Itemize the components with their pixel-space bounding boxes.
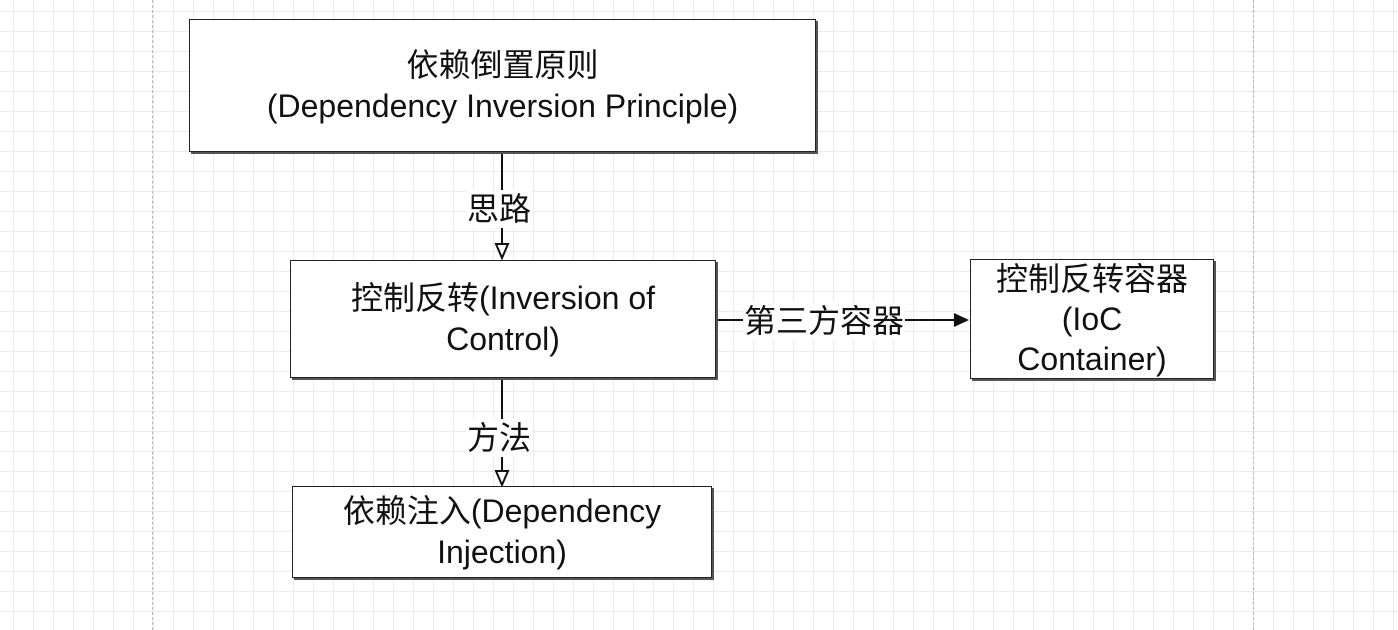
node-container-line-2: (IoC	[1061, 301, 1123, 337]
edge-label-third-party-container: 第三方容器	[743, 302, 906, 340]
node-dependency-injection[interactable]: 依赖注入(Dependency Injection)	[292, 486, 712, 578]
arrowhead-to-ioc	[494, 243, 510, 261]
node-inversion-of-control[interactable]: 控制反转(Inversion of Control)	[290, 260, 716, 378]
node-ioc-line-1: 控制反转(Inversion of	[350, 280, 656, 316]
node-ioc-line-2: Control)	[446, 321, 560, 357]
node-dip-line-1: 依赖倒置原则	[406, 46, 599, 83]
node-dip-line-2: (Dependency Inversion Principle)	[266, 87, 739, 124]
node-di-line-1: 依赖注入(Dependency	[342, 493, 662, 529]
node-dependency-inversion-principle[interactable]: 依赖倒置原则 (Dependency Inversion Principle)	[189, 19, 816, 152]
edge-label-idea: 思路	[466, 190, 533, 228]
arrowhead-to-container	[954, 313, 969, 327]
node-ioc-container[interactable]: 控制反转容器 (IoC Container)	[970, 259, 1214, 379]
page-guide-right	[1253, 0, 1254, 630]
arrowhead-to-di	[494, 470, 510, 488]
node-container-line-3: Container)	[1017, 341, 1167, 377]
edge-label-method: 方法	[466, 419, 533, 457]
node-di-line-2: Injection)	[437, 534, 567, 570]
page-guide-left	[152, 0, 153, 630]
node-container-line-1: 控制反转容器	[995, 261, 1188, 297]
